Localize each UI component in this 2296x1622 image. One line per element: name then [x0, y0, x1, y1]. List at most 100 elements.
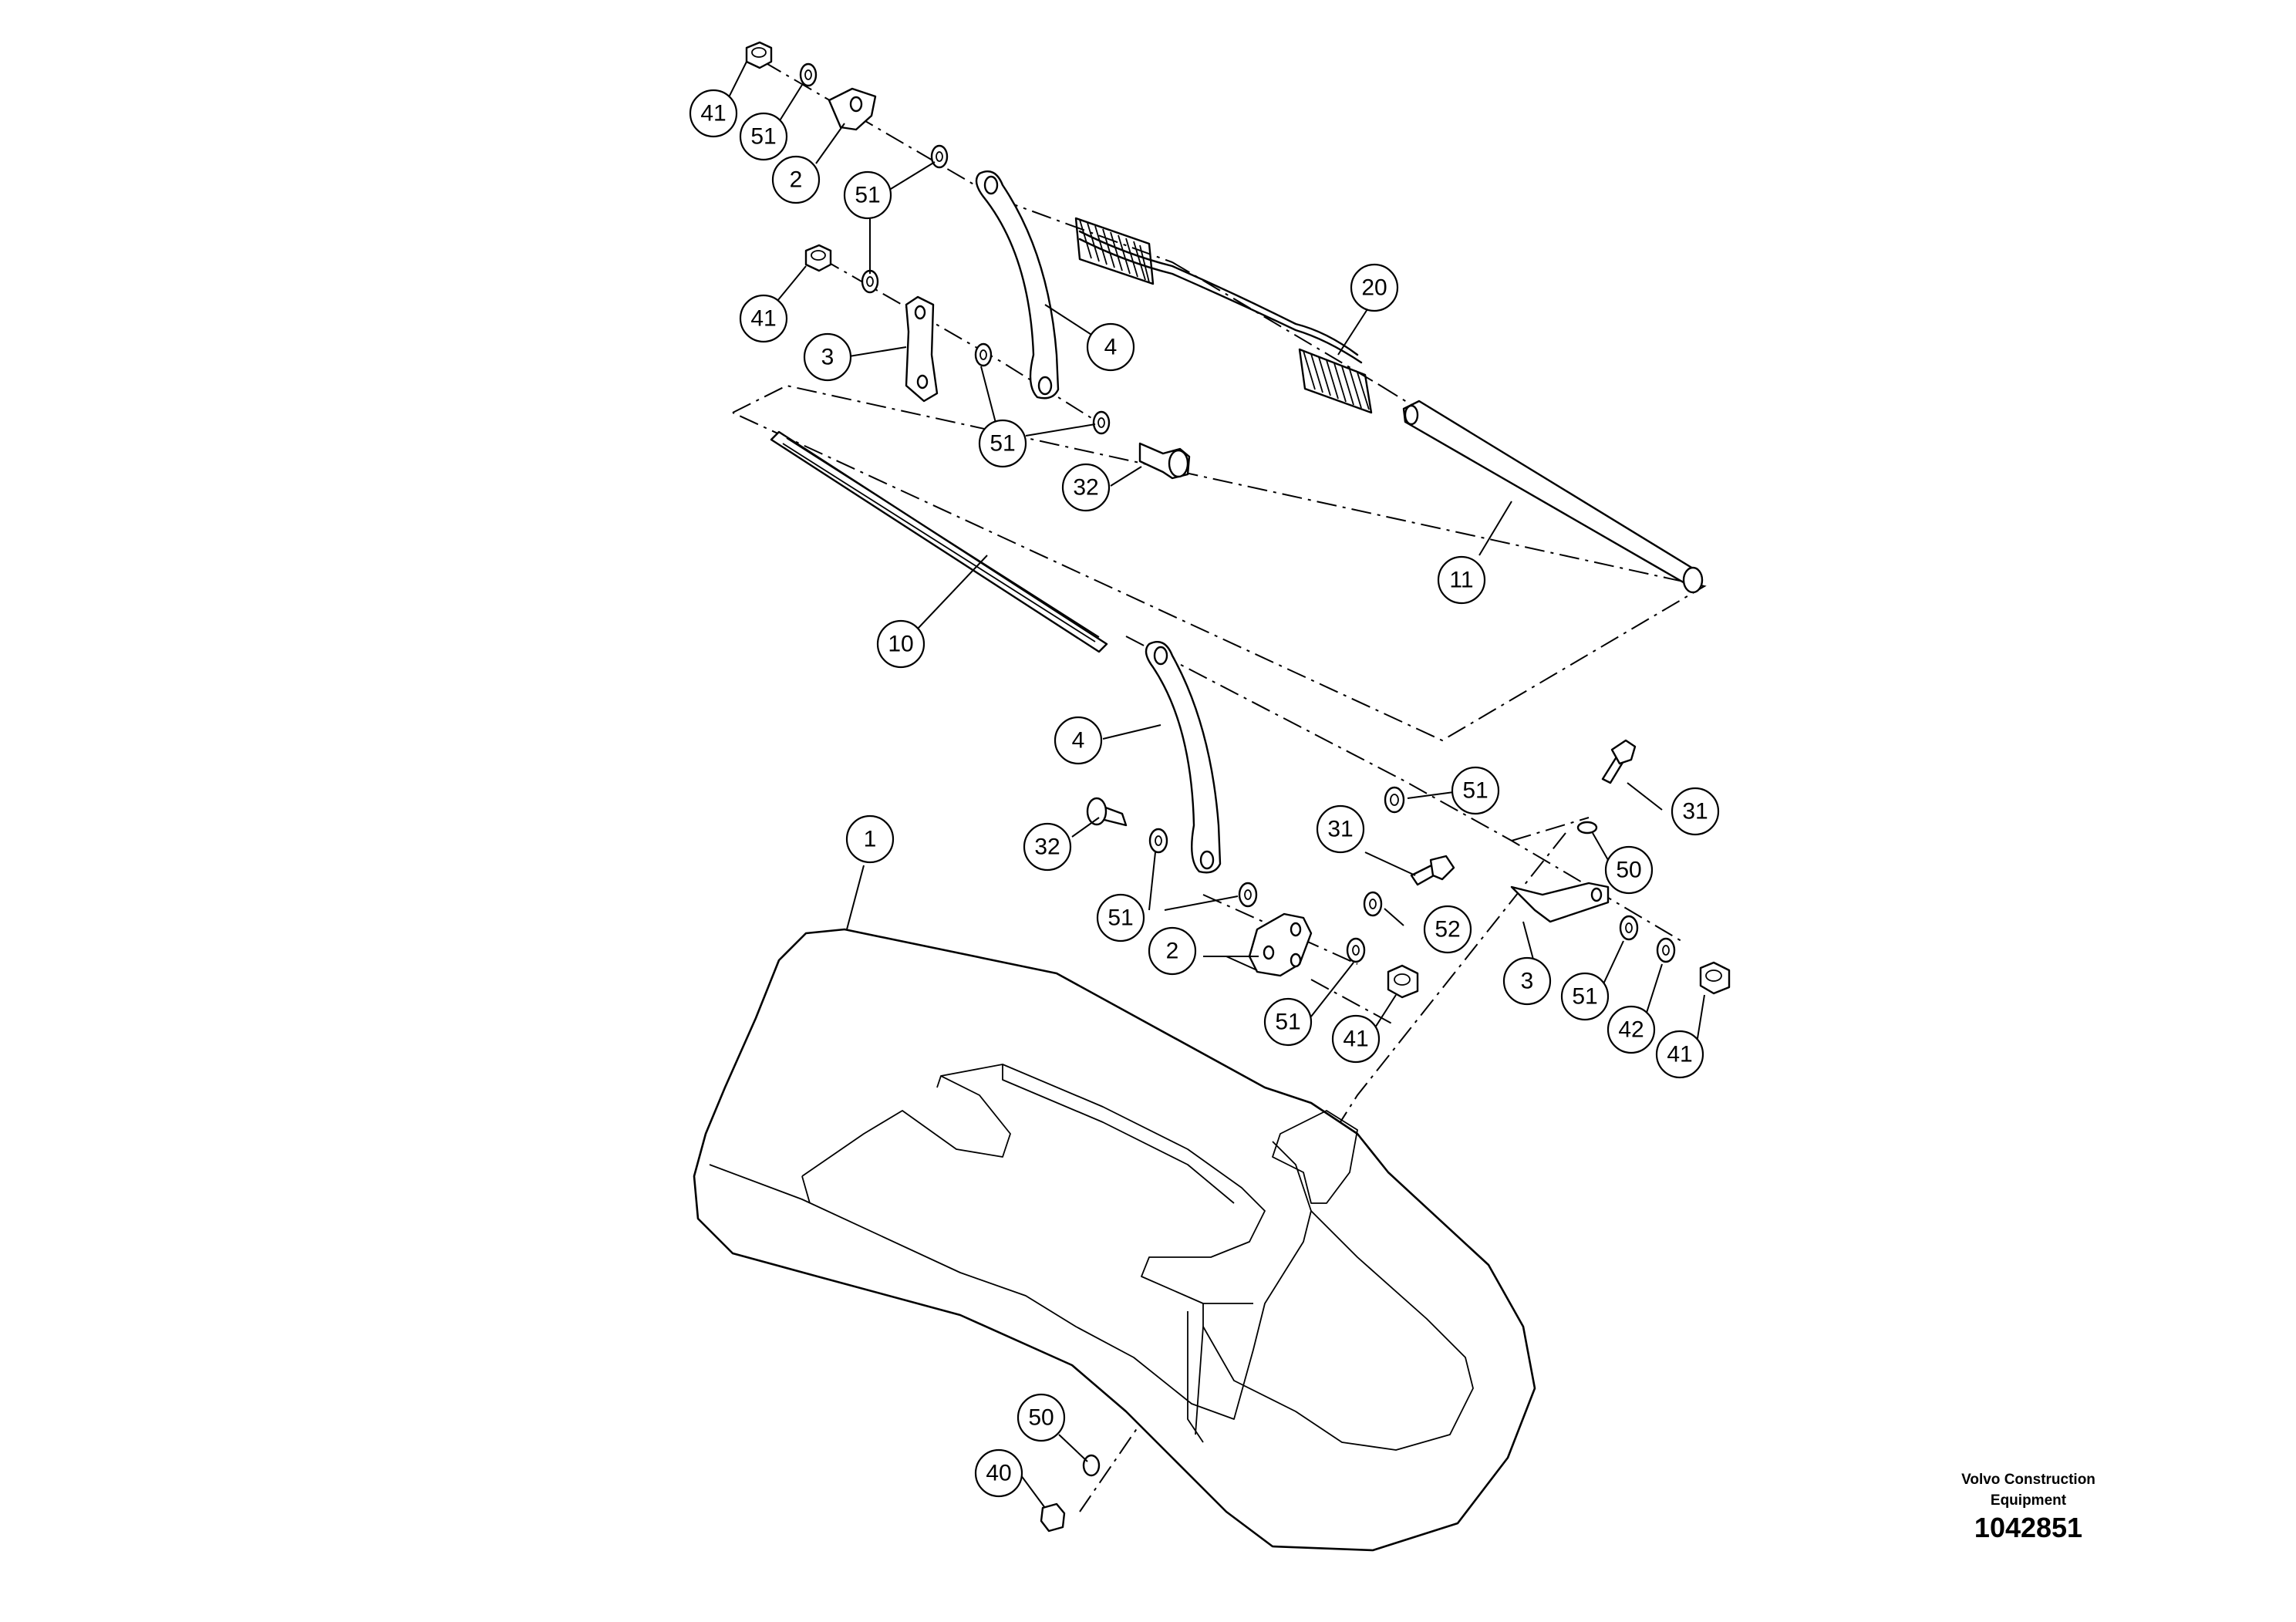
svg-text:40: 40	[986, 1461, 1011, 1486]
washer-51	[930, 144, 949, 169]
washer-51	[1384, 786, 1405, 814]
callout: 40	[974, 1448, 1023, 1498]
bracket-2-upper	[828, 87, 877, 131]
washer-51	[1346, 937, 1366, 963]
svg-text:3: 3	[821, 345, 834, 370]
spring-20	[1074, 217, 1373, 414]
svg-text:51: 51	[990, 431, 1015, 457]
svg-text:50: 50	[1028, 1405, 1054, 1431]
svg-text:41: 41	[750, 306, 776, 332]
svg-text:50: 50	[1616, 858, 1641, 883]
svg-text:41: 41	[1343, 1027, 1368, 1052]
washer-51	[861, 269, 879, 294]
svg-text:11: 11	[1449, 568, 1473, 593]
callout: 51	[1560, 972, 1610, 1021]
nut-41	[804, 244, 832, 272]
bolt-31	[1410, 855, 1455, 886]
callout: 2	[771, 155, 821, 204]
nut-40	[1040, 1502, 1066, 1533]
fasteners	[745, 41, 1731, 1533]
washer-51	[974, 342, 993, 367]
callout: 41	[1655, 1030, 1704, 1079]
svg-text:4: 4	[1104, 335, 1118, 360]
spring-coil-lower	[1298, 348, 1373, 414]
bolt-32	[1086, 797, 1128, 827]
svg-text:32: 32	[1034, 835, 1060, 860]
svg-text:1: 1	[864, 827, 877, 852]
callout: 42	[1607, 1005, 1656, 1054]
svg-text:4: 4	[1072, 728, 1085, 754]
callout: 31	[1316, 804, 1365, 854]
svg-text:2: 2	[790, 167, 803, 193]
washer-50	[1082, 1454, 1101, 1477]
washer-51	[1619, 915, 1639, 941]
svg-text:32: 32	[1073, 475, 1098, 501]
svg-text:52: 52	[1435, 917, 1460, 943]
bolt-31	[1601, 739, 1637, 784]
lever-4-upper	[975, 170, 1060, 400]
callout: 10	[876, 619, 925, 669]
callout: 51	[843, 170, 892, 220]
callout: 41	[739, 294, 788, 343]
brand-label: Volvo Construction Equipment	[1913, 1469, 2144, 1511]
brand-line-2: Equipment	[1990, 1492, 2067, 1509]
washer-51	[1092, 410, 1111, 435]
svg-text:51: 51	[750, 124, 776, 150]
svg-text:41: 41	[700, 101, 726, 126]
svg-text:3: 3	[1521, 969, 1534, 994]
bracket-3-upper	[905, 295, 939, 403]
nut-41	[1387, 964, 1419, 999]
svg-text:2: 2	[1166, 939, 1179, 964]
callout: 20	[1350, 263, 1399, 312]
callout: 51	[1096, 893, 1145, 943]
callout: 41	[1331, 1014, 1381, 1064]
brand-line-1: Volvo Construction	[1961, 1472, 2095, 1488]
callout: 32	[1023, 822, 1072, 872]
bolt-32	[1138, 442, 1191, 480]
cover-panel	[693, 928, 1536, 1552]
callout: 31	[1671, 787, 1720, 836]
callout-bubbles: 41 51 2 51 41 3 4 51 32 20 11 10 4 51 31…	[689, 89, 1720, 1498]
svg-text:31: 31	[1682, 799, 1708, 824]
callout: 11	[1437, 555, 1486, 605]
washer-51	[1238, 882, 1258, 908]
callout: 50	[1017, 1393, 1066, 1442]
callout: 50	[1604, 845, 1654, 895]
callout: 51	[1451, 766, 1500, 815]
callout: 3	[1502, 956, 1552, 1006]
washer-51	[799, 62, 818, 87]
washer-50	[1576, 821, 1598, 835]
callout: 51	[1263, 997, 1313, 1047]
drawing-number: 1042851	[1974, 1512, 2083, 1543]
svg-text:31: 31	[1327, 817, 1353, 842]
svg-text:51: 51	[1572, 984, 1597, 1010]
callout: 4	[1086, 322, 1135, 372]
callout: 51	[739, 112, 788, 161]
svg-text:51: 51	[1462, 778, 1488, 804]
callout: 3	[803, 332, 852, 382]
callout: 32	[1061, 463, 1111, 512]
callout: 51	[978, 419, 1027, 468]
washer-42	[1656, 937, 1676, 963]
washer-52	[1363, 891, 1383, 917]
lever-4-lower	[1145, 640, 1222, 874]
svg-text:41: 41	[1667, 1042, 1692, 1067]
svg-text:42: 42	[1618, 1017, 1644, 1043]
nut-41	[1699, 961, 1731, 995]
callout: 52	[1423, 905, 1472, 954]
svg-text:51: 51	[1275, 1010, 1300, 1035]
spring-coil-upper	[1074, 217, 1155, 285]
callout: 2	[1148, 926, 1197, 976]
threaded-rod-10	[770, 430, 1108, 653]
nut-41	[745, 41, 773, 69]
callout: 1	[845, 814, 895, 864]
callout: 4	[1054, 716, 1103, 765]
washer-51	[1148, 828, 1168, 854]
callout: 41	[689, 89, 738, 138]
bracket-3-lower	[1510, 882, 1610, 923]
tube-11	[1402, 400, 1704, 594]
bracket-2-lower	[1248, 912, 1313, 977]
svg-text:51: 51	[1108, 905, 1133, 931]
svg-text:10: 10	[888, 632, 913, 657]
